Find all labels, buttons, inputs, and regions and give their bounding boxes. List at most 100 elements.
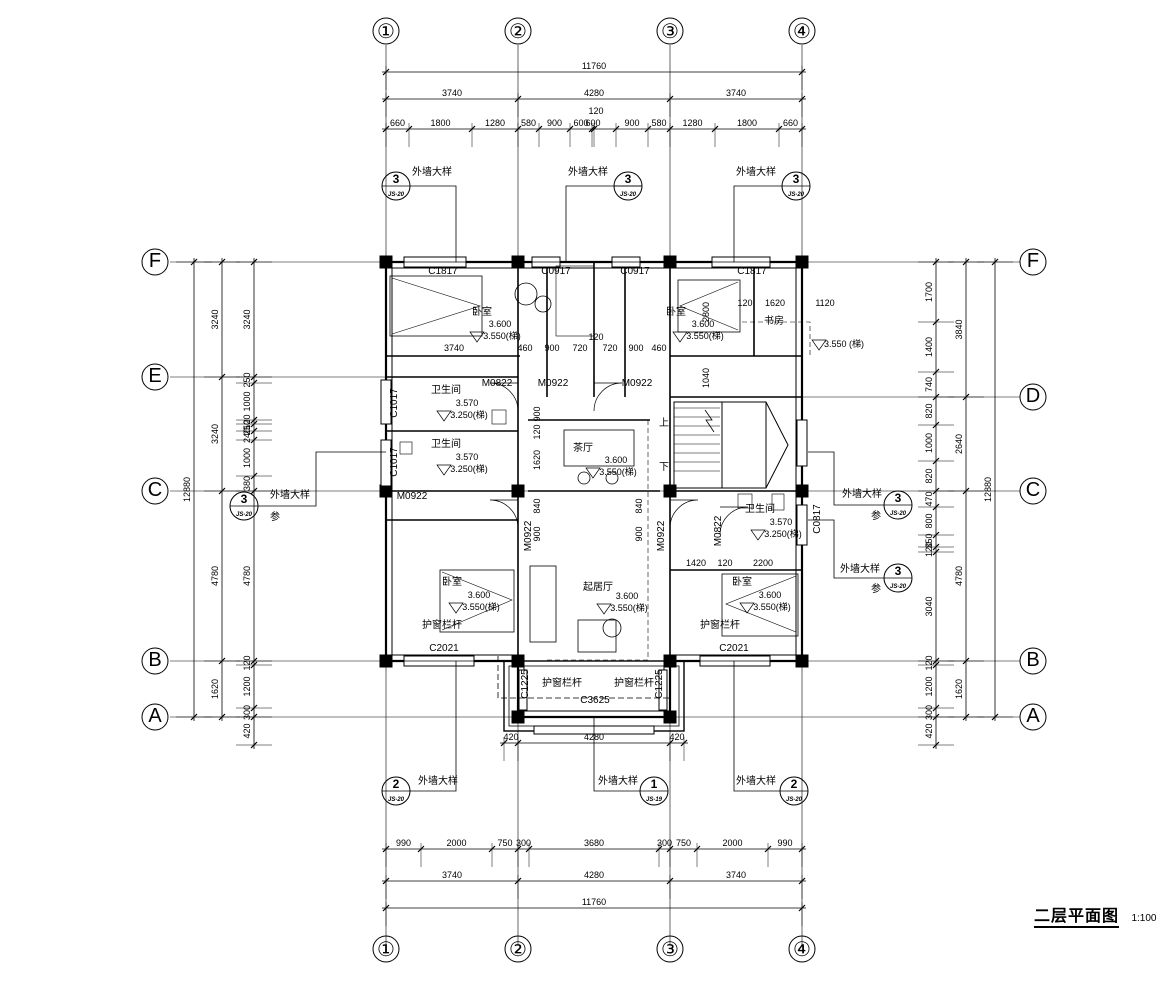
dim-left-detail-text: 120 <box>242 414 252 429</box>
bed <box>721 573 799 637</box>
door-swing <box>669 499 699 529</box>
grid-bubble-column <box>372 17 400 45</box>
grid-label-row: F <box>149 250 161 272</box>
grid-label-row: B <box>148 649 161 671</box>
interior-dimension: 1120 <box>815 298 834 308</box>
level-marker <box>436 464 452 476</box>
callout-leader <box>258 451 386 507</box>
room-name: 卧室 <box>442 575 462 588</box>
detail-callout-sheet: JS-20 <box>890 511 907 517</box>
interior-dimension: 900 <box>532 526 542 541</box>
bed <box>439 569 515 633</box>
detail-callout-number: 3 <box>895 564 902 578</box>
detail-callout-number: 3 <box>393 172 400 186</box>
interior-dimension: 900 <box>628 343 643 353</box>
detail-callout-number: 3 <box>895 491 902 505</box>
door-swing <box>719 506 749 536</box>
grid-bubble-row <box>141 647 169 675</box>
grid-label-row: E <box>148 365 161 387</box>
grid-label-row: A <box>148 705 162 727</box>
room-name: 卧室 <box>472 305 492 318</box>
room-name: 卧室 <box>732 575 752 588</box>
interior-dimension: 120 <box>737 298 752 308</box>
room-level-sub: 3.250(梯) <box>450 463 488 474</box>
interior-dimension: 2200 <box>753 558 773 568</box>
dim-top-total-text: 11760 <box>582 61 606 71</box>
dim-left-detail-text: 1200 <box>242 676 252 696</box>
detail-callout-sheet: JS-20 <box>620 192 637 198</box>
stair-arrow <box>704 409 715 433</box>
dim-top-detail-text: 1280 <box>485 118 505 128</box>
interior-dimension: 1620 <box>532 450 542 470</box>
opening-code: C1017 <box>389 447 400 477</box>
detail-callout-sheet: JS-20 <box>890 584 907 590</box>
grid-bubble-row <box>141 703 169 731</box>
interior-dimension: 1040 <box>701 368 711 388</box>
bed <box>677 279 741 333</box>
callout-leader <box>565 185 642 262</box>
railing-note: 护窗栏杆 <box>542 676 582 689</box>
grid-label-column: ③ <box>661 21 679 43</box>
detail-callout-sheet: JS-20 <box>786 797 803 803</box>
dim-top-bays-text: 3740 <box>442 88 462 98</box>
level-marker <box>448 602 464 614</box>
grid-label-column: ① <box>377 21 395 43</box>
dim-bottom-detail-text: 3680 <box>584 838 604 848</box>
structural-column <box>379 654 393 668</box>
window <box>658 669 668 711</box>
grid-bubble-row <box>141 248 169 276</box>
railing-note: 护窗栏杆 <box>422 618 462 631</box>
dim-bottom-detail-text: 2000 <box>722 838 742 848</box>
grid-label-row: D <box>1026 385 1040 407</box>
callout-leader <box>808 451 884 506</box>
grid-label-column: ② <box>509 21 527 43</box>
toilet <box>491 409 507 425</box>
railing-note: 护窗栏杆 <box>700 618 740 631</box>
dim-right-detail-text: 120 <box>924 542 934 557</box>
grid-label-row: F <box>1027 250 1039 272</box>
dim-top-detail-text: 900 <box>547 118 562 128</box>
opening-code: M0822 <box>482 378 513 389</box>
dim-left-detail-text: 300 <box>242 705 252 720</box>
opening-code: M0922 <box>523 520 534 551</box>
room-level-sub: 3.250(梯) <box>450 409 488 420</box>
interior-dimension: 900 <box>532 406 542 421</box>
grid-bubble-row <box>1019 477 1047 505</box>
stair-landing <box>765 401 789 489</box>
interior-dimension: 2800 <box>701 302 711 322</box>
dim-right-detail-text: 800 <box>924 513 934 528</box>
hall-dashed <box>544 419 649 661</box>
window <box>380 439 392 487</box>
interior-dimension: 120 <box>717 558 732 568</box>
callout-leader <box>733 185 782 262</box>
dim-porch-text: 420 <box>669 732 684 742</box>
detail-callout-number: 3 <box>625 172 632 186</box>
dim-top-detail-text: 580 <box>521 118 536 128</box>
dim-right-bays-text: 3840 <box>954 319 964 339</box>
opening-code: M0922 <box>397 491 428 502</box>
structural-column <box>511 710 525 724</box>
dim-left-detail-text: 420 <box>242 723 252 738</box>
wall-detail-note: 外墙大样 <box>418 774 458 787</box>
dim-top-extra: 120 <box>588 106 603 116</box>
opening-code: C0917 <box>541 266 571 277</box>
balcony-dashed <box>497 656 670 699</box>
level-marker <box>811 339 827 351</box>
bed-cover <box>441 571 513 631</box>
opening-code: M0822 <box>713 515 724 546</box>
door-swing <box>593 382 623 412</box>
dim-bottom-detail-text: 300 <box>657 838 672 848</box>
dim-right-detail-text: 1000 <box>924 433 934 453</box>
interior-dimension: 840 <box>634 498 644 513</box>
dim-top-bays-text: 4280 <box>584 88 604 98</box>
wall-detail-note: 外墙大样 <box>270 488 310 501</box>
dim-right-detail-text: 1400 <box>924 337 934 357</box>
opening-code: C0817 <box>812 504 823 534</box>
dim-top-detail-text: 600 <box>573 118 588 128</box>
dim-right-detail-text: 820 <box>924 403 934 418</box>
interior-dimension: 120 <box>588 332 603 342</box>
dim-bottom-detail-text: 750 <box>497 838 512 848</box>
dim-top-detail-text: 660 <box>390 118 405 128</box>
room-level-sub: 3.550(梯) <box>610 602 648 613</box>
detail-callout-number: 3 <box>793 172 800 186</box>
